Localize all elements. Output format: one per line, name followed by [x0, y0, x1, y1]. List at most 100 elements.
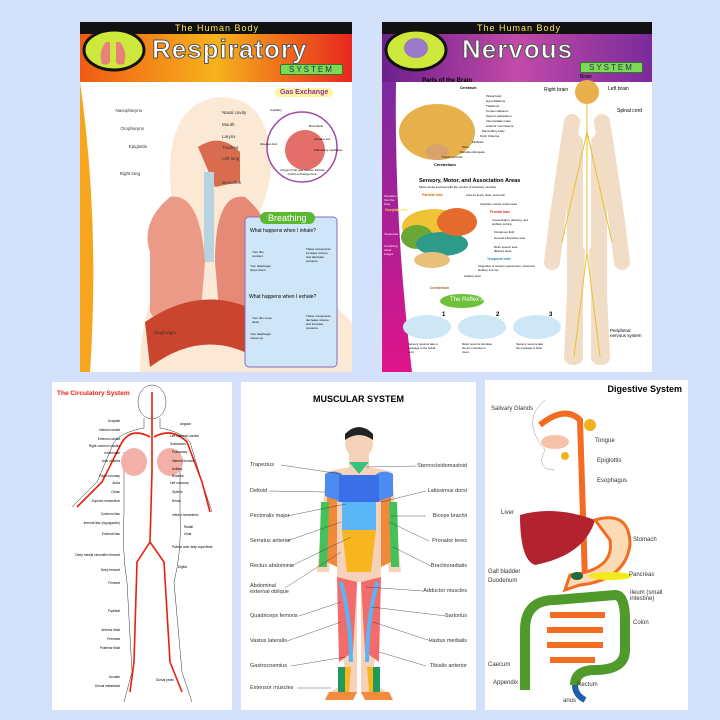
label: Bronchiole: [309, 124, 324, 128]
label: Auditory area: [464, 274, 481, 278]
respiratory-illustration: [80, 22, 352, 372]
label: Epiglottis: [128, 144, 147, 149]
label: Rectum: [577, 682, 598, 688]
label: Colon: [633, 620, 649, 626]
digestive-poster: Digestive System Salivary Glands Tongue …: [485, 380, 688, 710]
label: Nasopharynx: [115, 108, 142, 113]
label: Appendix: [493, 680, 519, 686]
label: Gall bladder: [488, 569, 521, 575]
label: Spinal cord: [617, 108, 643, 114]
label: Mammillary body: [482, 129, 505, 133]
artery-label: Splenic: [172, 490, 183, 494]
label: Motor speech area (Broca's area): [494, 245, 518, 253]
label: Pulmonary capillaries: [314, 148, 343, 152]
section-subtitle: Motor areas involved with the control of…: [419, 185, 497, 189]
exhale-question: What happens when I exhale?: [249, 294, 317, 300]
label: These movements decrease volume and incr…: [306, 314, 331, 330]
artery-label: Innominate: [104, 451, 120, 455]
label: Pancreas: [629, 572, 655, 578]
step-number: 2: [496, 312, 500, 318]
label: These movements increase volume and decr…: [306, 247, 331, 263]
label: Sensation from the body: [384, 194, 397, 206]
label: Sensory neurons take a message to the sp…: [408, 342, 438, 354]
muscular-poster: MUSCULAR SYSTEM Trapezius Deltoid Pector…: [241, 382, 476, 710]
label: Liver: [501, 510, 515, 516]
label: Gastrocnemius: [250, 663, 287, 669]
poster-title: Respiratory: [152, 34, 308, 65]
label: Oxygen (O2) and Carbon Dioxide (CO2) exc…: [280, 168, 325, 176]
label: Alveolar sac: [314, 137, 331, 141]
label: Occipital lobe: [385, 208, 408, 212]
label: Tongue: [595, 438, 615, 444]
label: Motor neurons stimulate the arm muscles …: [462, 342, 493, 354]
label: Pineal body: [486, 94, 502, 98]
label: Epiglottis: [597, 458, 622, 464]
label: Rectus abdominis: [250, 563, 294, 569]
nervous-illustration: [382, 22, 652, 372]
section-title: Parts of the Brain: [422, 78, 473, 84]
gas-exchange-title: Gas Exchange: [275, 88, 334, 97]
label: Frontal lobe: [490, 210, 511, 214]
label: Latissimus dorsi: [427, 488, 467, 494]
label: Corpus callosum: [486, 109, 509, 113]
label: Biceps brachii: [432, 513, 467, 519]
label: Medulla oblongata: [460, 150, 485, 154]
label: Cerebellum: [430, 286, 450, 290]
label: Concentration, planning, and problem sol…: [492, 218, 528, 226]
artery-label: Deep medial circumflex femoral: [75, 553, 120, 557]
artery-label: Inferior mesenteric: [172, 513, 199, 517]
artery-label: Radial: [184, 525, 194, 529]
nervous-poster: The Human Body Nervous SYSTEM Parts of t…: [382, 22, 652, 372]
series-label: The Human Body: [477, 23, 562, 33]
breathing-title: Breathing: [260, 212, 315, 224]
label: Adductor muscles: [423, 588, 467, 594]
artery-label: Popliteal: [107, 609, 120, 613]
label: Larynx: [222, 134, 236, 139]
artery-label: Superior mesenteric: [91, 499, 120, 503]
artery-label: Dorsal metatarsal: [95, 684, 120, 688]
label: Sartorius: [444, 613, 467, 619]
series-label: The Human Body: [175, 23, 260, 33]
artery-label: Occipital: [107, 419, 120, 423]
artery-label: Digital: [178, 565, 187, 569]
label: Pectoralis major: [250, 513, 290, 519]
artery-label: Left coronary: [170, 481, 189, 485]
label: Cerebellum: [434, 162, 456, 167]
artery-label: Peroneal: [107, 637, 120, 641]
artery-label: Angular: [180, 422, 191, 426]
step-number: 3: [549, 312, 553, 318]
label: Vastus medialis: [428, 638, 467, 644]
section-title: Sensory, Motor, and Association Areas: [419, 178, 521, 184]
label: Oropharynx: [120, 126, 144, 131]
label: Serratus anterior: [250, 538, 291, 544]
label: Brachioradialis: [430, 563, 467, 569]
artery-label: Right common carotid: [88, 444, 120, 448]
poster-title: MUSCULAR SYSTEM: [312, 394, 404, 404]
circulatory-illustration: [71, 384, 213, 703]
artery-label: Dorsal pedis: [156, 678, 174, 682]
label: Trapezius: [250, 462, 274, 468]
label: Duodenum: [488, 578, 518, 584]
label: Integration of sensory experiences, visu…: [478, 264, 535, 272]
muscular-illustration: [268, 427, 447, 700]
artery-label: Common iliac: [100, 512, 120, 516]
label: Parietal lobe: [422, 193, 443, 197]
label: Extensor muscles: [250, 685, 294, 691]
artery-label: Anterior tibial: [101, 628, 120, 632]
label: Diaphragm: [154, 330, 177, 335]
label: Ileum (small intestine): [630, 590, 663, 602]
label: Frontal eye field: [494, 230, 514, 234]
label: Your ribs move down.: [252, 316, 272, 324]
label: Hypothalamus: [486, 99, 506, 103]
label: Stomach: [633, 537, 657, 543]
artery-label: Subclavian: [170, 442, 186, 446]
label: Tibialis anterior: [429, 663, 467, 669]
label: Abdominal external oblique: [250, 583, 289, 595]
label: Area for touch, taste, and smell: [466, 193, 505, 197]
artery-label: Internal thoracic: [172, 459, 195, 463]
label: Optic chiasma: [480, 134, 500, 138]
label: Right lung: [119, 171, 140, 176]
label: Your diaphragm moves up.: [250, 332, 272, 340]
artery-label: Arch of aorta: [101, 459, 120, 463]
